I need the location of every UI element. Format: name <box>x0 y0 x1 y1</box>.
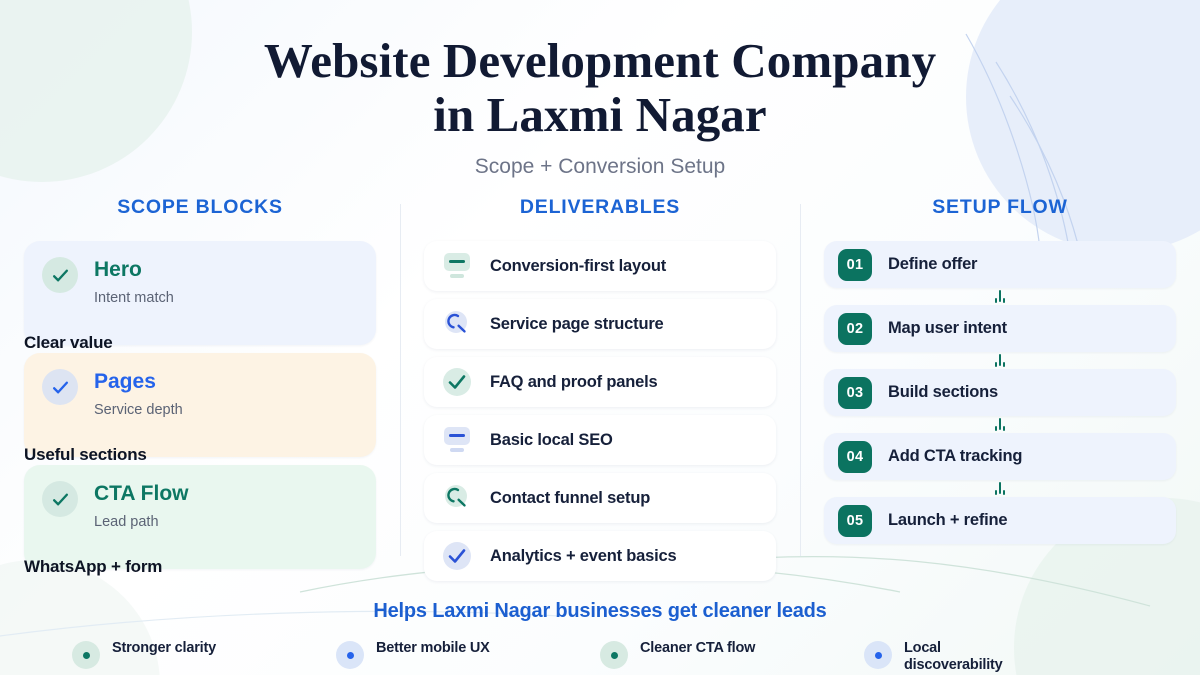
scope-card-footer: Useful sections <box>24 445 147 464</box>
setup-step[interactable]: 02 Map user intent <box>824 305 1176 352</box>
setup-step[interactable]: 01 Define offer <box>824 241 1176 288</box>
setup-step[interactable]: 04 Add CTA tracking <box>824 433 1176 480</box>
check-icon <box>440 365 474 399</box>
column-deliverables: DELIVERABLES Conversion-first layout Ser… <box>400 196 800 596</box>
step-number-badge: 02 <box>838 312 872 345</box>
footer-chip[interactable]: Local discoverability <box>864 640 1128 674</box>
step-label: Build sections <box>888 383 998 401</box>
lines-card-icon <box>440 249 474 283</box>
column-heading-scope: SCOPE BLOCKS <box>117 196 283 218</box>
footer-chip-label: Cleaner CTA flow <box>640 640 756 656</box>
deliverable-label: Conversion-first layout <box>490 256 667 275</box>
dot-icon <box>72 641 100 669</box>
step-number-badge: 03 <box>838 376 872 409</box>
scope-card-footer: WhatsApp + form <box>24 557 163 576</box>
title-line-1: Website Development Company <box>263 33 937 88</box>
deliverable-item[interactable]: Contact funnel setup <box>424 473 776 523</box>
deliverable-item[interactable]: Service page structure <box>424 299 776 349</box>
footer-chip-label: Local discoverability <box>904 640 1003 673</box>
footer-chip-label: Stronger clarity <box>112 640 216 656</box>
scope-card-footer: Clear value <box>24 333 113 352</box>
scope-card[interactable]: Hero Intent match Clear value <box>24 241 376 352</box>
footer-chip-label: Better mobile UX <box>376 640 490 656</box>
arrow-down-icon <box>824 480 1176 497</box>
columns: SCOPE BLOCKS Hero Intent match Clear val… <box>0 196 1200 596</box>
check-icon <box>42 481 78 517</box>
scope-card[interactable]: Pages Service depth Useful sections <box>24 353 376 464</box>
deliverable-label: Contact funnel setup <box>490 488 651 507</box>
setup-step[interactable]: 03 Build sections <box>824 369 1176 416</box>
deliverable-item[interactable]: FAQ and proof panels <box>424 357 776 407</box>
scope-card-subtitle: Service depth <box>94 402 183 418</box>
deliverable-item[interactable]: Conversion-first layout <box>424 241 776 291</box>
footer-chip[interactable]: Cleaner CTA flow <box>600 640 864 674</box>
search-icon <box>440 307 474 341</box>
header: Website Development Company in Laxmi Nag… <box>0 0 1200 179</box>
check-icon <box>440 539 474 573</box>
title-line-2: in Laxmi Nagar <box>433 87 767 142</box>
column-heading-deliverables: DELIVERABLES <box>519 196 681 218</box>
step-number-badge: 01 <box>838 248 872 281</box>
dot-icon <box>864 641 892 669</box>
step-number-badge: 04 <box>838 440 872 473</box>
dot-icon <box>336 641 364 669</box>
footer-chip[interactable]: Stronger clarity <box>72 640 336 674</box>
scope-card[interactable]: CTA Flow Lead path WhatsApp + form <box>24 465 376 576</box>
scope-card-subtitle: Intent match <box>94 290 174 306</box>
footer-heading: Helps Laxmi Nagar businesses get cleaner… <box>373 600 827 622</box>
arrow-down-icon <box>824 416 1176 433</box>
page-title: Website Development Company in Laxmi Nag… <box>0 0 1200 142</box>
arrow-down-icon <box>824 352 1176 369</box>
column-scope-blocks: SCOPE BLOCKS Hero Intent match Clear val… <box>0 196 400 596</box>
deliverable-label: FAQ and proof panels <box>490 372 658 391</box>
dot-icon <box>600 641 628 669</box>
step-label: Map user intent <box>888 319 1007 337</box>
check-icon <box>42 369 78 405</box>
arrow-down-icon <box>824 288 1176 305</box>
scope-card-title: CTA Flow <box>94 482 189 505</box>
scope-card-subtitle: Lead path <box>94 514 159 530</box>
deliverable-label: Basic local SEO <box>490 430 613 449</box>
scope-card-title: Pages <box>94 370 156 393</box>
check-icon <box>42 257 78 293</box>
footer: Helps Laxmi Nagar businesses get cleaner… <box>0 600 1200 674</box>
search-icon <box>440 481 474 515</box>
scope-card-title: Hero <box>94 258 142 281</box>
footer-chips: Stronger clarity Better mobile UX Cleane… <box>0 640 1200 674</box>
step-label: Define offer <box>888 255 978 273</box>
footer-chip[interactable]: Better mobile UX <box>336 640 600 674</box>
deliverable-label: Service page structure <box>490 314 664 333</box>
setup-step[interactable]: 05 Launch + refine <box>824 497 1176 544</box>
lines-card-icon <box>440 423 474 457</box>
deliverable-item[interactable]: Basic local SEO <box>424 415 776 465</box>
step-label: Launch + refine <box>888 511 1008 529</box>
step-number-badge: 05 <box>838 504 872 537</box>
page-subtitle: Scope + Conversion Setup <box>474 155 726 178</box>
step-label: Add CTA tracking <box>888 447 1023 465</box>
deliverable-label: Analytics + event basics <box>490 546 677 565</box>
column-heading-setup: SETUP FLOW <box>932 196 1068 218</box>
deliverable-item[interactable]: Analytics + event basics <box>424 531 776 581</box>
column-setup-flow: SETUP FLOW 01 Define offer 02 Map user i… <box>800 196 1200 596</box>
